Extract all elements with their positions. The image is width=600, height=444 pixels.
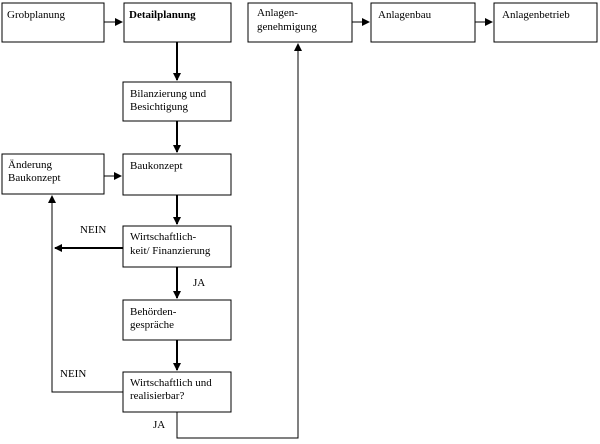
- node-wirtschaftlichkeit-label-line2: keit/ Finanzierung: [130, 245, 211, 257]
- edge-label-ja-2: JA: [153, 419, 165, 431]
- node-behoerden-label-line1: Behörden-: [130, 306, 177, 318]
- arrow-realisierbar-nein-to-aenderung: [48, 195, 123, 393]
- node-aenderung-label-line2: Baukonzept: [8, 172, 61, 184]
- node-detailplanung-label: Detailplanung: [129, 9, 196, 21]
- node-bilanzierung-label-line2: Besichtigung: [130, 101, 189, 113]
- node-anlagengenehmigung: Anlagen- genehmigung: [247, 2, 353, 43]
- node-bilanzierung: Bilanzierung und Besichtigung: [122, 81, 232, 122]
- node-wirtschaftlichkeit: Wirtschaftlich- keit/ Finanzierung: [122, 225, 232, 268]
- node-aenderung-label-line1: Änderung: [8, 159, 52, 171]
- node-detailplanung: Detailplanung: [123, 2, 232, 43]
- edge-label-nein-1: NEIN: [80, 224, 106, 236]
- node-baukonzept-label: Baukonzept: [130, 160, 183, 172]
- node-grobplanung-label: Grobplanung: [7, 9, 66, 21]
- node-behoerdengespraeche: Behörden- gespräche: [122, 299, 232, 341]
- node-realisierbar: Wirtschaftlich und realisierbar?: [122, 371, 232, 413]
- node-baukonzept: Baukonzept: [122, 153, 232, 196]
- node-behoerden-label-line2: gespräche: [130, 319, 174, 331]
- node-realisierbar-label-line1: Wirtschaftlich und: [130, 377, 212, 389]
- edge-label-ja-1: JA: [193, 277, 205, 289]
- node-bilanzierung-label-line1: Bilanzierung und: [130, 88, 207, 100]
- node-aenderung-baukonzept: Änderung Baukonzept: [1, 153, 105, 195]
- node-anlagenbetrieb-label: Anlagenbetrieb: [502, 9, 570, 21]
- edge-label-nein-2: NEIN: [60, 368, 86, 380]
- node-anlagenbau: Anlagenbau: [370, 2, 476, 43]
- node-wirtschaftlichkeit-label-line1: Wirtschaftlich-: [130, 231, 196, 243]
- node-anlagenbetrieb: Anlagenbetrieb: [493, 2, 598, 43]
- node-anlagengenehmigung-label-line1: Anlagen-: [257, 7, 298, 19]
- node-realisierbar-label-line2: realisierbar?: [130, 390, 184, 402]
- node-anlagengenehmigung-label-line2: genehmigung: [257, 21, 317, 33]
- node-grobplanung: Grobplanung: [1, 2, 105, 43]
- arrow-realisierbar-ja-to-genehmigung: [176, 43, 302, 439]
- node-anlagenbau-label: Anlagenbau: [378, 9, 432, 21]
